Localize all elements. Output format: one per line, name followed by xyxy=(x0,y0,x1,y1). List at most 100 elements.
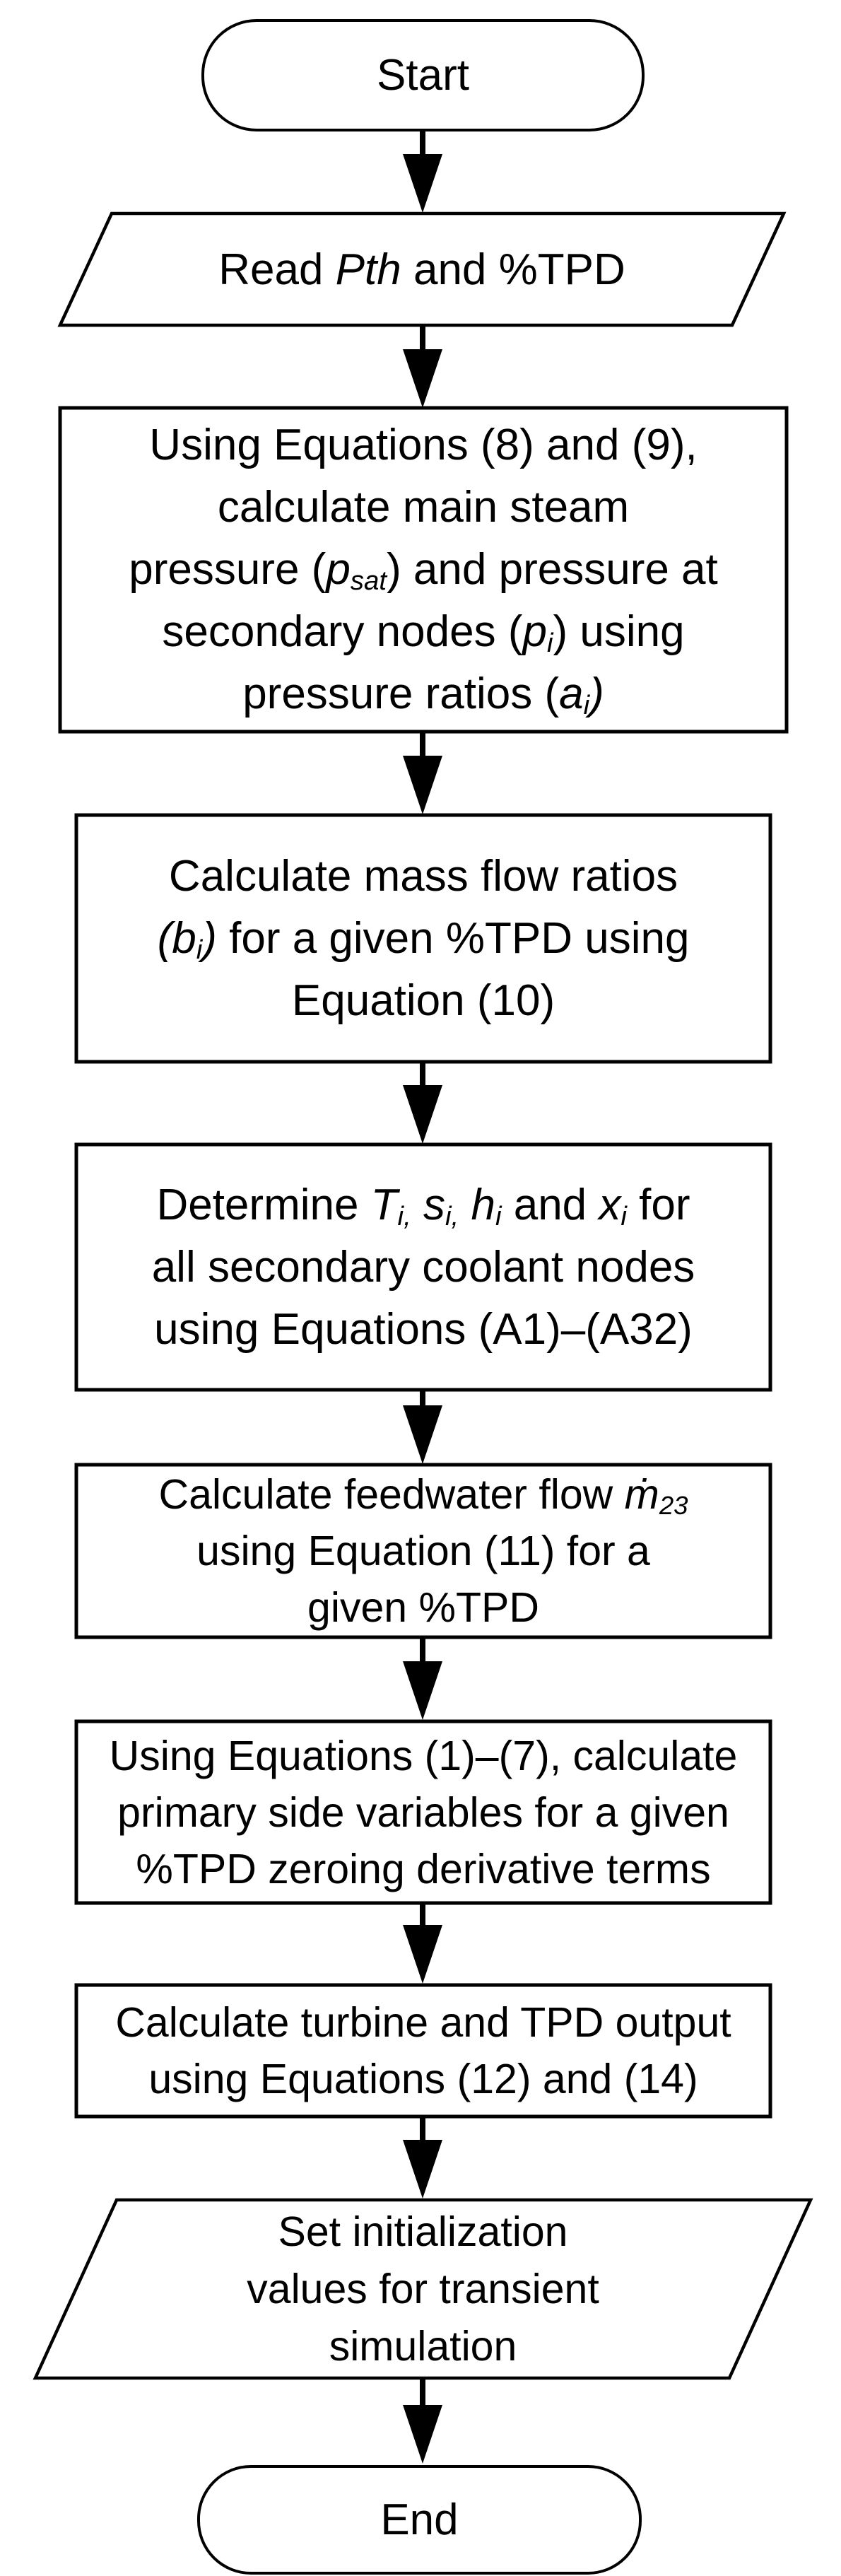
text-run-italic: x xyxy=(599,1180,621,1229)
label-line: End xyxy=(199,2495,640,2545)
label-line: pressure (psat) and pressure at xyxy=(60,539,787,601)
text-run-italic: (b xyxy=(157,913,196,963)
text-run: using Equations (A1)–(A32) xyxy=(154,1304,693,1354)
end-terminator-shape xyxy=(197,2465,642,2575)
text-run: pressure ( xyxy=(129,545,327,594)
text-run-italic: i xyxy=(495,1200,502,1231)
set-initialization-parallelogram-shape xyxy=(33,2198,813,2380)
text-run-italic: i xyxy=(196,934,203,965)
subscript: i xyxy=(547,628,553,658)
label-line: secondary nodes (pi) using xyxy=(60,601,787,663)
read-input-parallelogram-shape xyxy=(57,211,787,327)
flow-arrow-9 xyxy=(403,2378,442,2464)
text-run-italic: ) xyxy=(589,669,604,718)
label-line: Set initialization xyxy=(35,2203,811,2261)
text-run-italic: p xyxy=(326,545,351,594)
label-line: (bi) for a given %TPD using xyxy=(76,908,770,970)
subscript: i, xyxy=(445,1201,459,1231)
text-run: Using Equations (1)–(7), calculate xyxy=(109,1732,738,1779)
label-line: Calculate feedwater flow ṁ23 xyxy=(76,1466,770,1523)
text-run: Calculate turbine and TPD output xyxy=(115,1999,731,2046)
subscript: 23 xyxy=(659,1491,688,1520)
text-run: Calculate feedwater flow xyxy=(158,1471,625,1518)
label-line: %TPD zeroing derivative terms xyxy=(76,1841,770,1897)
subscript: i, xyxy=(398,1201,411,1231)
text-run: Using Equations (8) and (9), xyxy=(149,421,698,469)
flow-arrow-8 xyxy=(403,2117,442,2199)
text-run: simulation xyxy=(329,2322,517,2370)
text-run: Read xyxy=(218,245,336,294)
primary-side-node-label: Using Equations (1)–(7), calculate prima… xyxy=(76,1721,770,1903)
text-run: secondary nodes ( xyxy=(162,607,523,656)
label-line: values for transient xyxy=(35,2261,811,2318)
flow-arrow-3 xyxy=(403,732,442,814)
text-run: calculate main steam xyxy=(217,483,630,532)
subscript: i xyxy=(621,1201,627,1231)
arrow-head-icon xyxy=(403,154,442,213)
read-input-node-label: Read Pth and %TPD xyxy=(60,213,784,325)
text-run-italic: p xyxy=(522,607,547,656)
label-line: given %TPD xyxy=(76,1579,770,1636)
text-run-italic: i, xyxy=(445,1200,459,1231)
arrow-head-icon xyxy=(403,1925,442,1984)
arrow-head-icon xyxy=(403,1405,442,1464)
arrow-head-icon xyxy=(403,2405,442,2464)
text-run: values for transient xyxy=(247,2265,599,2312)
text-run: for xyxy=(626,1180,690,1229)
subscript: sat xyxy=(351,566,387,596)
label-line: Read Pth and %TPD xyxy=(60,245,784,295)
text-run: %TPD zeroing derivative terms xyxy=(136,1845,711,1892)
text-run: given %TPD xyxy=(307,1584,539,1631)
text-run: Start xyxy=(377,51,469,100)
set-initialization-node-label: Set initialization values for transient … xyxy=(35,2200,811,2378)
text-run: Calculate mass flow ratios xyxy=(168,851,678,901)
flow-arrow-2 xyxy=(403,325,442,408)
arrow-head-icon xyxy=(403,1661,442,1720)
text-run: for a given %TPD using xyxy=(216,913,690,963)
mass-flow-ratios-process-shape xyxy=(74,813,772,1064)
text-run: pressure ratios ( xyxy=(242,669,560,718)
subscript: i xyxy=(196,935,203,965)
text-run: ) using xyxy=(553,607,685,656)
flow-arrow-5 xyxy=(403,1390,442,1464)
label-line: Determine Ti, si, hi and xi for xyxy=(76,1174,770,1236)
text-run: Equation (10) xyxy=(291,976,555,1025)
text-run xyxy=(411,1181,423,1229)
feedwater-flow-node-label: Calculate feedwater flow ṁ23 using Equat… xyxy=(76,1465,770,1637)
label-line: Calculate turbine and TPD output xyxy=(76,1994,770,2051)
label-line: using Equations (A1)–(A32) xyxy=(76,1299,770,1361)
text-run: End xyxy=(380,2495,459,2544)
label-line: pressure ratios (ai) xyxy=(60,663,787,725)
secondary-nodes-process-shape xyxy=(74,1142,772,1392)
subscript: i xyxy=(584,690,590,720)
text-run-italic: i xyxy=(583,690,590,721)
label-line: calculate main steam xyxy=(60,476,787,539)
label-line: Using Equations (8) and (9), xyxy=(60,414,787,476)
text-run-italic: ) xyxy=(202,913,217,963)
arrow-head-icon xyxy=(403,349,442,408)
feedwater-flow-process-shape xyxy=(74,1463,772,1639)
text-run-italic: a xyxy=(559,669,584,718)
text-run-italic: T xyxy=(370,1180,398,1229)
text-run: using Equation (11) for a xyxy=(196,1528,650,1574)
label-line: Using Equations (1)–(7), calculate xyxy=(76,1728,770,1784)
mass-flow-ratios-node-label: Calculate mass flow ratios (bi) for a gi… xyxy=(76,815,770,1062)
flow-arrow-1 xyxy=(403,130,442,213)
text-run-italic: ṁ xyxy=(624,1471,659,1518)
text-run: and %TPD xyxy=(401,245,625,294)
text-run-italic: i, xyxy=(397,1200,411,1231)
text-run: and xyxy=(501,1180,599,1229)
text-run: ) and pressure at xyxy=(387,545,718,594)
text-run: Determine xyxy=(156,1180,371,1229)
primary-side-process-shape xyxy=(74,1719,772,1905)
text-run: primary side variables for a given xyxy=(117,1788,729,1836)
label-line: simulation xyxy=(35,2318,811,2375)
turbine-output-process-shape xyxy=(74,1983,772,2119)
label-line: using Equation (11) for a xyxy=(76,1523,770,1579)
subscript: i xyxy=(495,1201,502,1231)
text-run-italic: i xyxy=(621,1200,627,1231)
arrow-head-icon xyxy=(403,2140,442,2199)
text-run-italic: Pth xyxy=(335,245,401,294)
start-node-label: Start xyxy=(203,21,643,130)
